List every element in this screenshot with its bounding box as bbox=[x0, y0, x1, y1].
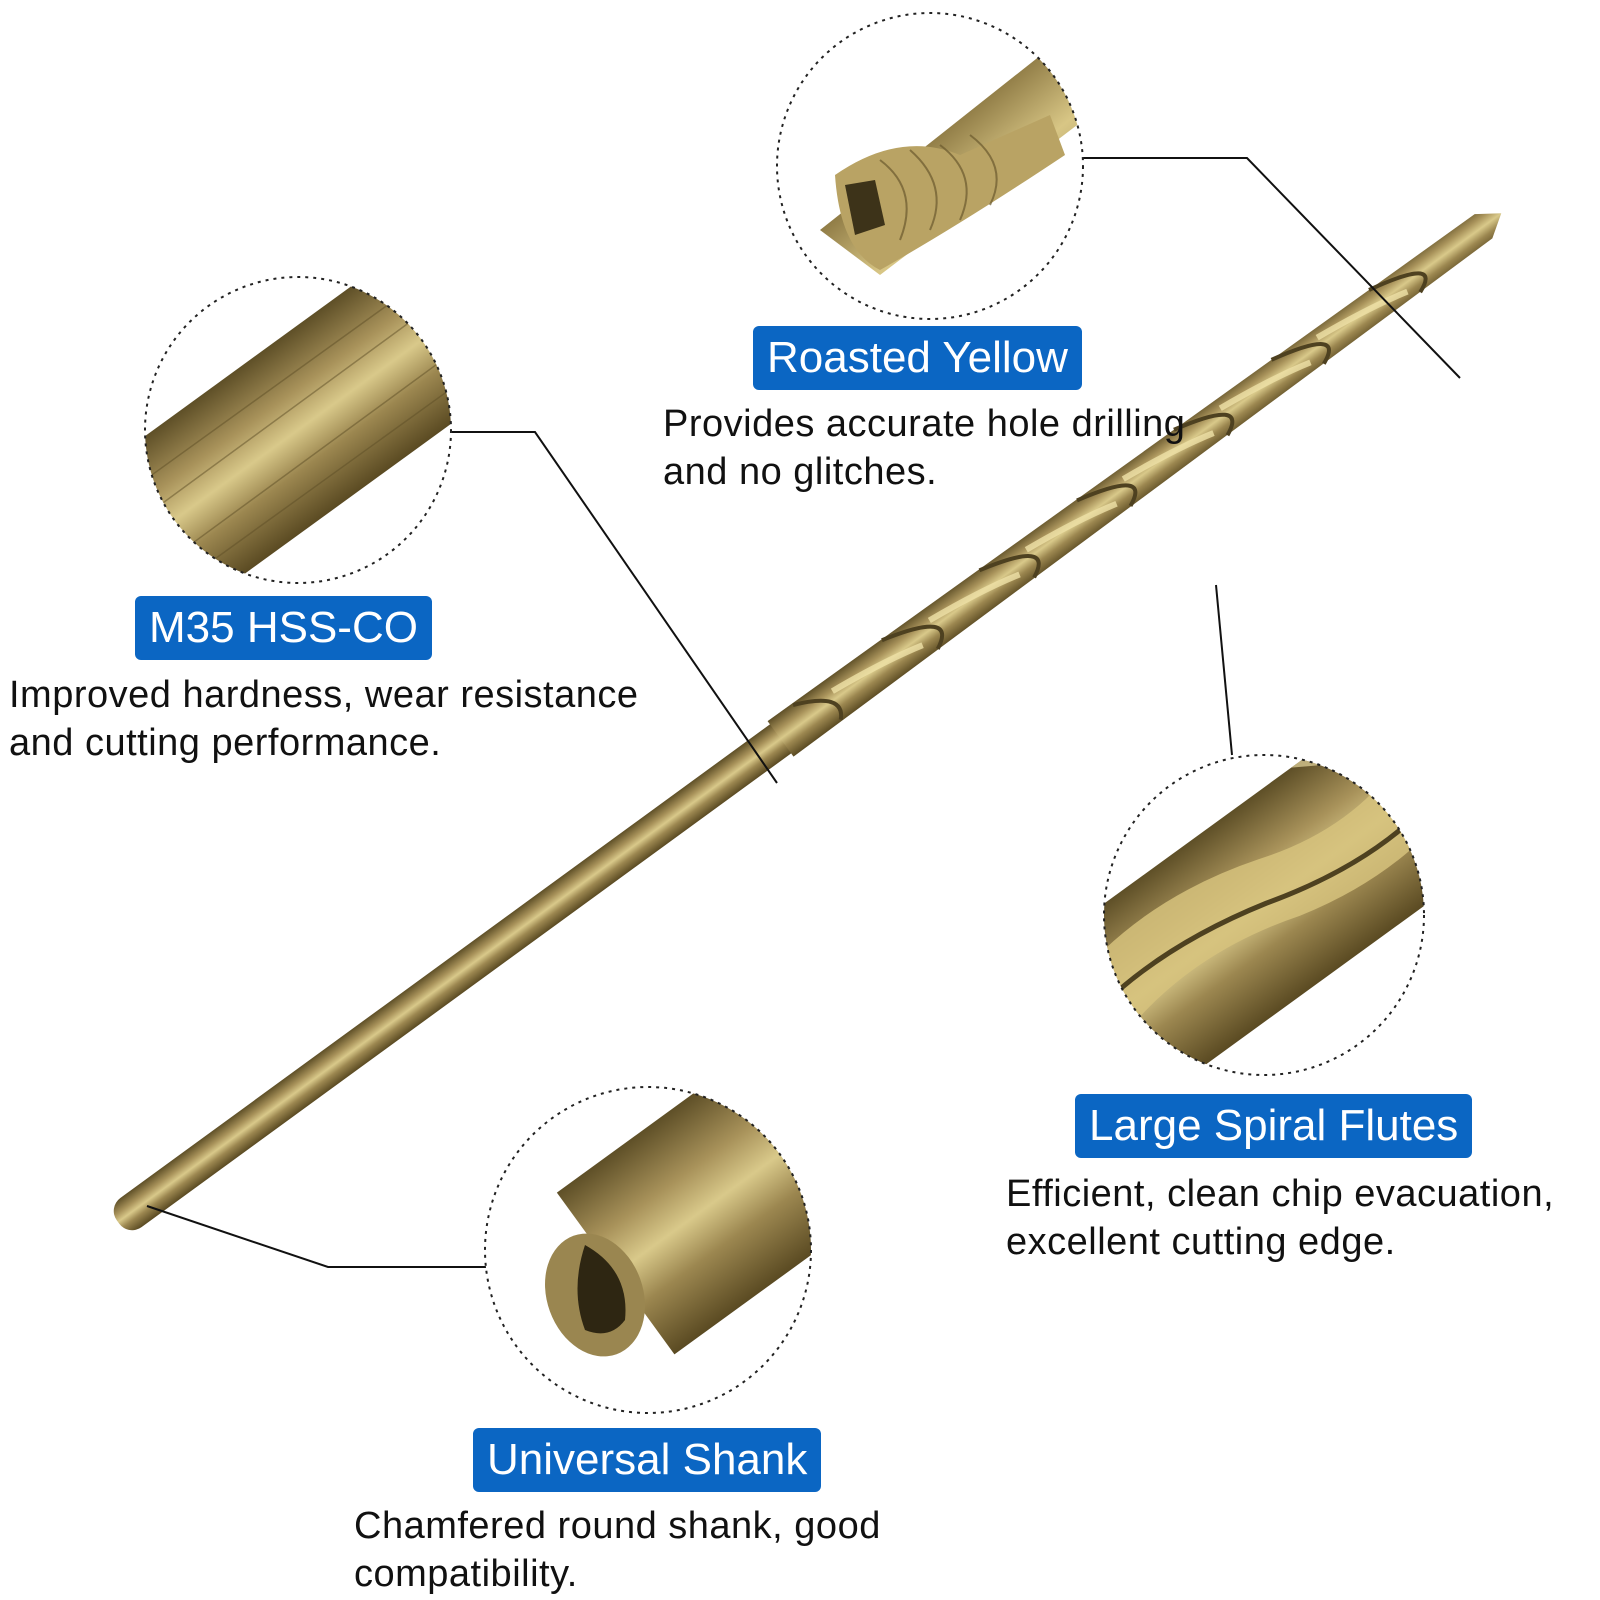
leader-line-shank bbox=[146, 1205, 486, 1268]
callout-title-roasted-yellow: Roasted Yellow bbox=[753, 326, 1082, 390]
callout-description-m35-line1: Improved hardness, wear resistance bbox=[9, 674, 639, 716]
callout-title-m35-hss-co: M35 HSS-CO bbox=[135, 596, 432, 660]
callout-description-shank-line2: compatibility. bbox=[354, 1553, 578, 1595]
spiral-flute-magnified-icon bbox=[1103, 754, 1425, 1076]
drill-flute-spirals bbox=[792, 271, 1428, 720]
drill-flute-body bbox=[767, 213, 1502, 757]
drill-tip-magnified-icon bbox=[776, 12, 1084, 320]
drill-bit-image bbox=[113, 213, 1502, 1231]
leader-line-spiral bbox=[1215, 584, 1233, 756]
callout-description-spiral-line1: Efficient, clean chip evacuation, bbox=[1006, 1173, 1555, 1215]
leader-line-roasted-yellow bbox=[1082, 157, 1461, 379]
leader-line-m35 bbox=[452, 431, 778, 784]
drill-shank bbox=[113, 712, 810, 1231]
callout-description-roasted-yellow-line1: Provides accurate hole drilling bbox=[663, 403, 1186, 445]
shank-end-magnified-icon bbox=[484, 1086, 812, 1414]
callout-description-m35-line2: and cutting performance. bbox=[9, 722, 442, 764]
leader-lines bbox=[146, 157, 1461, 1268]
callout-description-shank-line1: Chamfered round shank, good bbox=[354, 1505, 881, 1547]
shank-surface-magnified-icon bbox=[144, 276, 452, 584]
callout-description-roasted-yellow-line2: and no glitches. bbox=[663, 451, 938, 493]
callout-title-large-spiral-flutes: Large Spiral Flutes bbox=[1075, 1094, 1473, 1158]
callout-title-universal-shank: Universal Shank bbox=[473, 1428, 822, 1492]
callout-description-spiral-line2: excellent cutting edge. bbox=[1006, 1221, 1396, 1263]
